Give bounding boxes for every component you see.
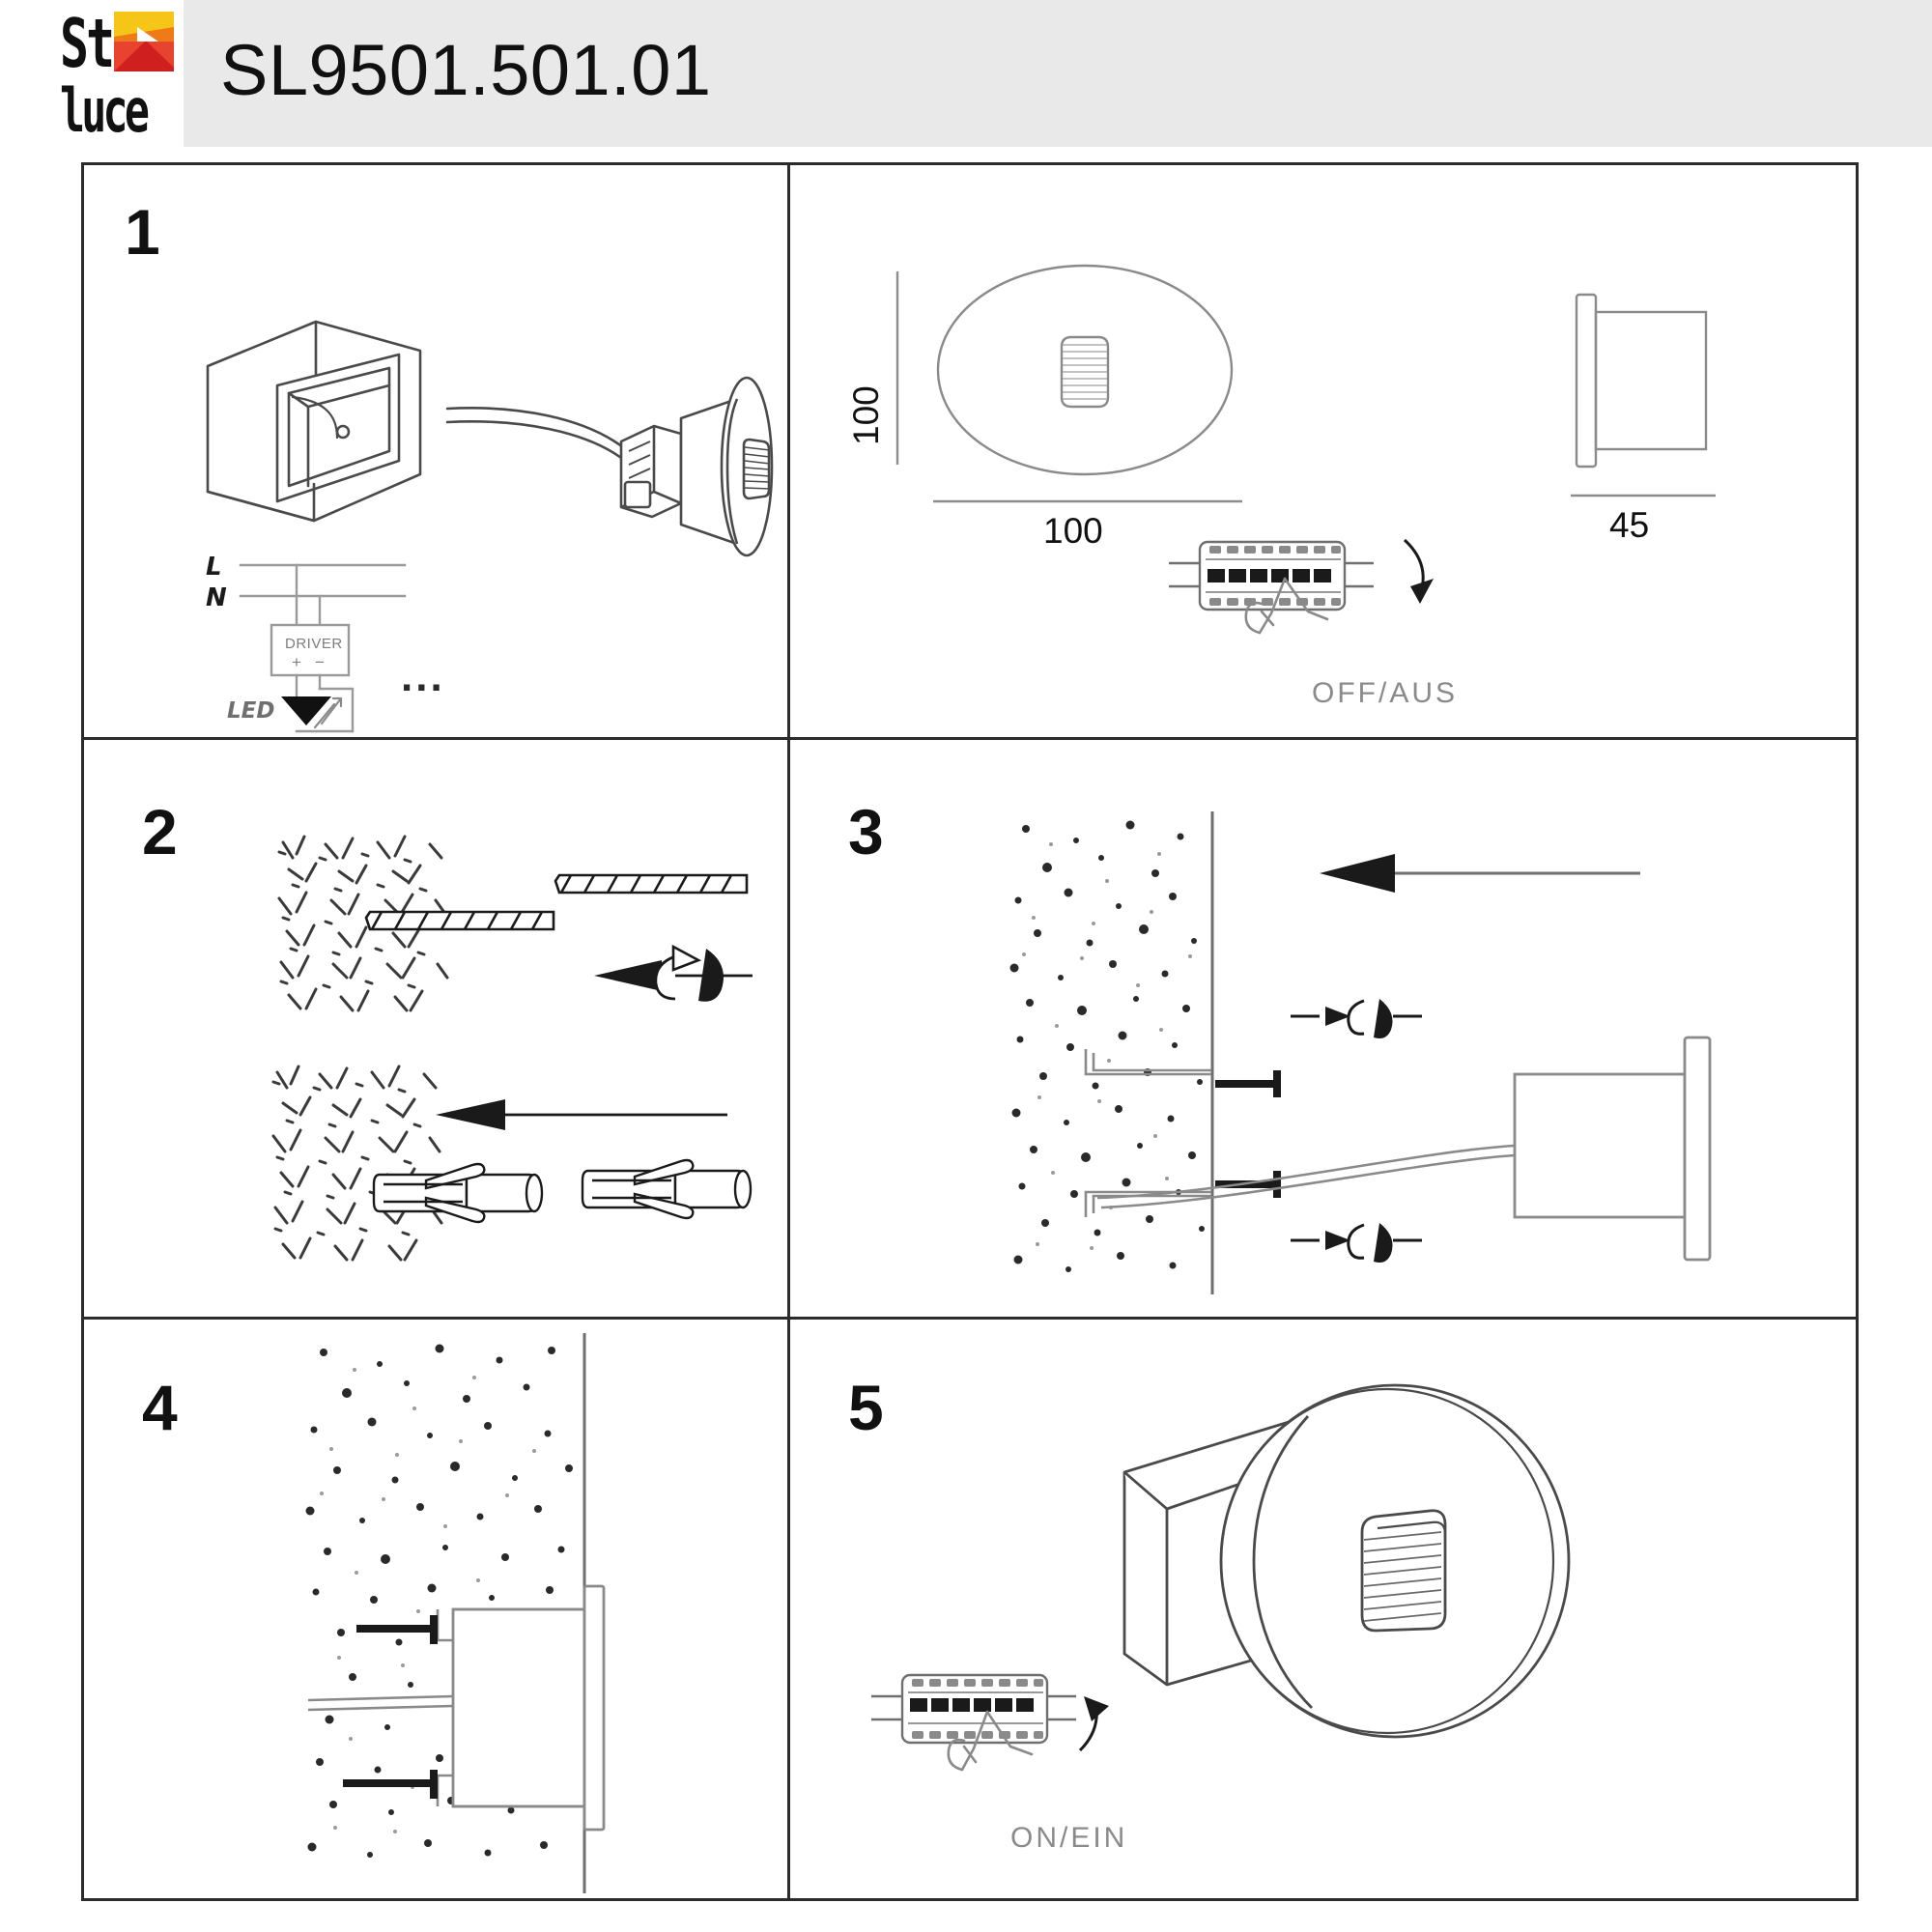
caption-power-on: ON/EIN [1010, 1822, 1128, 1854]
brand-logo-mark-icon [114, 12, 174, 71]
figure-breaker-off [1169, 538, 1434, 635]
caption-power-off: OFF/AUS [1312, 677, 1459, 709]
dimension-depth-line [1571, 494, 1716, 497]
step-panel-4: 4 [84, 1320, 787, 1898]
grid-divider-vertical [787, 165, 790, 1898]
grid-divider-horizontal-1 [84, 737, 1856, 740]
figure-drill-wall [277, 835, 753, 1012]
figure-installed-flush [295, 1333, 606, 1893]
figure-box-and-luminaire [206, 320, 774, 557]
step-number-2: 2 [142, 796, 178, 867]
step-panel-1: 1 [84, 165, 787, 737]
figure-mount-bracket-wall [1001, 811, 1712, 1294]
grid-divider-horizontal-2 [84, 1317, 1856, 1320]
dimension-width-label: 100 [1043, 511, 1103, 551]
steps-grid: 1 [81, 162, 1859, 1901]
dimension-height-label: 100 [846, 385, 886, 445]
header-band [184, 0, 1932, 147]
step-panel-dimensions: 100 100 [790, 165, 1856, 737]
wiring-label-led: LED [227, 698, 274, 724]
dimension-height-line [895, 271, 899, 465]
figure-front-view [936, 264, 1234, 476]
figure-side-view [1575, 293, 1708, 469]
wiring-label-driver: DRIVER [285, 636, 343, 652]
wiring-label-L: L [206, 553, 222, 582]
wiring-label-minus: − [315, 653, 325, 671]
step-panel-2: 2 [84, 740, 787, 1317]
step-panel-5: 5 [790, 1320, 1856, 1898]
wiring-label-N: N [206, 583, 227, 612]
brand-logo-line2: luce [60, 74, 150, 146]
step-number-5: 5 [848, 1372, 884, 1443]
dimension-width-line [933, 499, 1242, 503]
step-number-3: 3 [848, 796, 884, 867]
wiring-label-repeat: ... [401, 653, 445, 700]
figure-breaker-on [871, 1673, 1109, 1772]
brand-logo-line1: St [60, 4, 115, 83]
dimension-depth-label: 45 [1609, 505, 1650, 545]
figure-wall-plug [271, 1065, 753, 1262]
step-number-1: 1 [125, 196, 160, 268]
product-code-title: SL9501.501.01 [220, 30, 712, 110]
figure-luminaire-final [1122, 1383, 1571, 1739]
step-panel-3: 3 [790, 740, 1856, 1317]
step-number-4: 4 [142, 1372, 178, 1443]
figure-wiring-diagram: L N DRIVER + − LED ... [206, 553, 445, 733]
wiring-label-plus: + [292, 653, 301, 671]
sheet-header: St luce SL9501.501.01 [0, 0, 1932, 147]
brand-logo: St luce [60, 4, 176, 142]
